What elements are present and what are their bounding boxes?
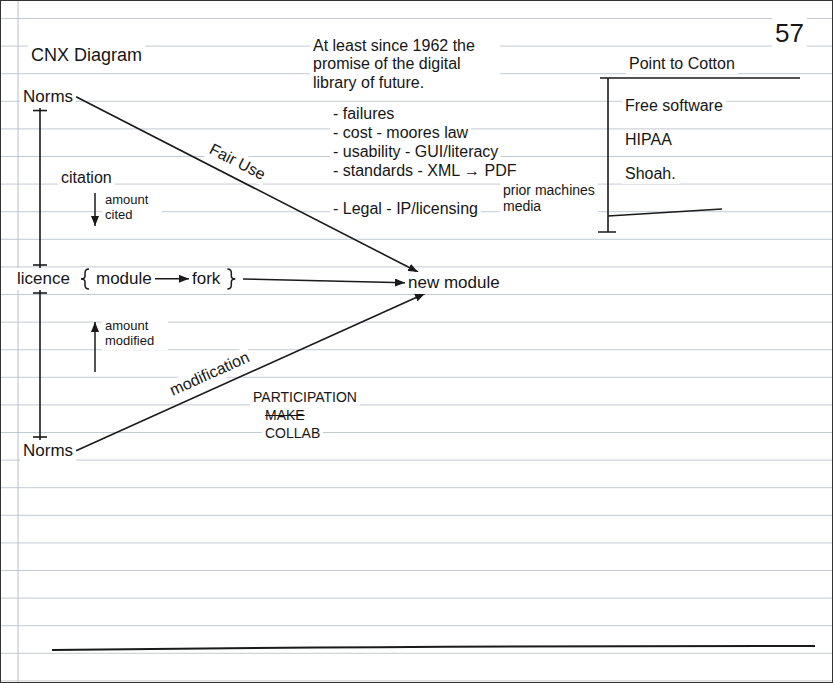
node-label: Norms <box>20 86 76 108</box>
connector <box>39 108 41 268</box>
axis-note: citation <box>58 168 115 188</box>
note-heading: Point to Cotton <box>626 54 738 74</box>
page-number: 57 <box>772 18 807 50</box>
node-label: fork <box>189 268 223 290</box>
margin-line <box>18 0 19 683</box>
bracket <box>598 78 800 232</box>
struck-note: MAKE <box>262 406 308 424</box>
node-label: Norms <box>20 440 76 462</box>
ruled-lines <box>0 10 833 683</box>
axis-note: amount modified <box>102 318 168 350</box>
note-text: At least since 1962 the promise of the d… <box>310 36 500 93</box>
licence-group: licence module fork <box>14 268 243 290</box>
new-module-term: new module <box>405 272 503 294</box>
up-arrow <box>94 322 96 372</box>
list-item: - cost - moores law <box>330 123 471 143</box>
connector <box>243 279 405 283</box>
node-label: module <box>93 268 155 290</box>
edge-cap <box>33 110 47 112</box>
diagram-title: CNX Diagram <box>28 44 145 67</box>
connector <box>39 290 41 440</box>
norms-term: Norms <box>20 440 76 462</box>
edge-cap <box>33 264 47 266</box>
margin-note: COLLAB <box>262 424 323 442</box>
brace <box>227 269 235 289</box>
edge-cap <box>33 292 47 294</box>
edge-cap <box>33 436 47 438</box>
connector <box>155 278 189 280</box>
margin-note: PARTICIPATION <box>250 388 360 406</box>
bracket-item: Shoah. <box>622 164 679 184</box>
norms-term: Norms <box>20 86 76 108</box>
note-text: prior machines media <box>500 181 598 215</box>
bracket-item: Free software <box>622 96 726 116</box>
closing-rule <box>52 646 815 650</box>
bracket-item: HIPAA <box>622 130 675 150</box>
brace <box>81 269 89 289</box>
module-term: module <box>93 268 155 290</box>
list-item: - usability - GUI/literacy <box>330 142 501 162</box>
down-arrow <box>94 193 96 226</box>
fork-term: fork <box>189 268 223 290</box>
connector <box>76 294 425 451</box>
underline-stroke <box>608 209 722 216</box>
list-item: - failures <box>330 104 397 124</box>
node-label: new module <box>405 272 503 294</box>
axis-note: amount cited <box>102 192 162 224</box>
list-item: - Legal - IP/licensing <box>330 199 481 219</box>
list-item: - standards - XML → PDF <box>330 161 519 181</box>
node-label: licence <box>14 268 73 290</box>
